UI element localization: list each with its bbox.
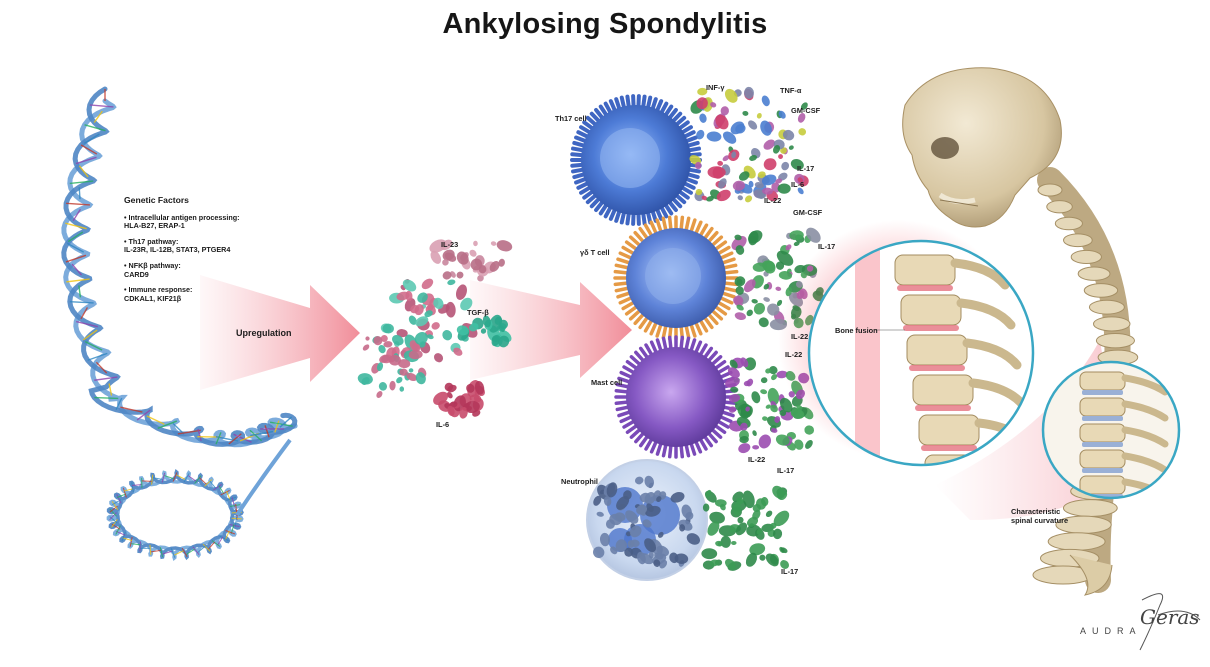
il22-label: IL-22 bbox=[764, 196, 782, 205]
genetic-item: • Immune response: CDKAL1, KIF21β bbox=[124, 286, 324, 303]
genetic-item-genes: CARD9 bbox=[124, 269, 149, 279]
th17-cell-label: Th17 cell bbox=[555, 114, 587, 123]
neutrophil-graphic bbox=[586, 459, 708, 581]
tgfb-label: TGF-β bbox=[467, 308, 489, 317]
genetic-item-head: • Th17 pathway: bbox=[124, 236, 179, 246]
genetic-item-genes: IL-23R, IL-12B, STAT3, PTGER4 bbox=[124, 245, 231, 255]
gm-csf-label: GM-CSF bbox=[791, 106, 821, 115]
il22-label: IL-22 bbox=[785, 350, 803, 359]
genetic-item-head: • Immune response: bbox=[124, 285, 193, 295]
artist-signature: AUDRA bbox=[1080, 626, 1142, 636]
artist-signature-script: Geras bbox=[1140, 605, 1200, 629]
spinal-curvature-zoom bbox=[1041, 360, 1181, 500]
genetic-item: • Intracellular antigen processing: HLA-… bbox=[124, 212, 324, 231]
il17-label: IL-17 bbox=[818, 242, 836, 251]
neutrophil-label: Neutrophil bbox=[561, 477, 598, 486]
signature-mark bbox=[1139, 593, 1201, 651]
genetic-factors-heading: Genetic Factors bbox=[124, 195, 189, 205]
bone-fusion-label: Bone fusion bbox=[835, 326, 878, 335]
page-title: Ankylosing Spondylitis bbox=[442, 8, 768, 40]
il6-label-left: IL-6 bbox=[436, 420, 450, 429]
cytokine-cloud-left bbox=[357, 239, 513, 419]
upregulation-label: Upregulation bbox=[236, 328, 292, 338]
upregulation-arrow bbox=[200, 275, 360, 390]
genetic-item: • Th17 pathway: IL-23R, IL-12B, STAT3, P… bbox=[124, 236, 324, 255]
curvature-label-line2: spinal curvature bbox=[1011, 516, 1069, 525]
genetic-item-head: • Intracellular antigen processing: bbox=[124, 212, 240, 222]
inf-gamma-label: INF-γ bbox=[706, 83, 725, 92]
mast-cell-label: Mast cell bbox=[591, 378, 623, 387]
mast-cell-graphic bbox=[614, 335, 738, 459]
dna-helix bbox=[61, 86, 298, 561]
curvature-label-line1: Characteristic bbox=[1011, 507, 1061, 516]
il17-label: IL-17 bbox=[781, 567, 799, 576]
il17-label: IL-17 bbox=[797, 164, 815, 173]
gd-t-cell-label: γδ T cell bbox=[580, 248, 610, 257]
il6-label: IL-6 bbox=[791, 180, 805, 189]
genetic-factors-panel: Genetic Factors • Intracellular antigen … bbox=[124, 196, 324, 310]
genetic-item: • NFKβ pathway: CARD9 bbox=[124, 260, 324, 279]
cytokine-cloud-right bbox=[689, 86, 824, 571]
il23-label: IL-23 bbox=[441, 240, 459, 249]
cytokine-to-cell-arrow bbox=[470, 280, 632, 380]
th17-cell-graphic bbox=[570, 94, 702, 226]
genetic-item-head: • NFKβ pathway: bbox=[124, 260, 181, 270]
genetic-item-genes: HLA-B27, ERAP-1 bbox=[124, 221, 185, 231]
tnf-alpha-label: TNF-α bbox=[780, 86, 802, 95]
il22-label: IL-22 bbox=[748, 455, 766, 464]
genetic-item-genes: CDKAL1, KIF21β bbox=[124, 293, 182, 303]
il17-label: IL-17 bbox=[777, 466, 795, 475]
il22-label: IL-22 bbox=[791, 332, 809, 341]
gm-csf-label: GM-CSF bbox=[793, 208, 823, 217]
gd-t-cell-graphic bbox=[613, 215, 739, 341]
